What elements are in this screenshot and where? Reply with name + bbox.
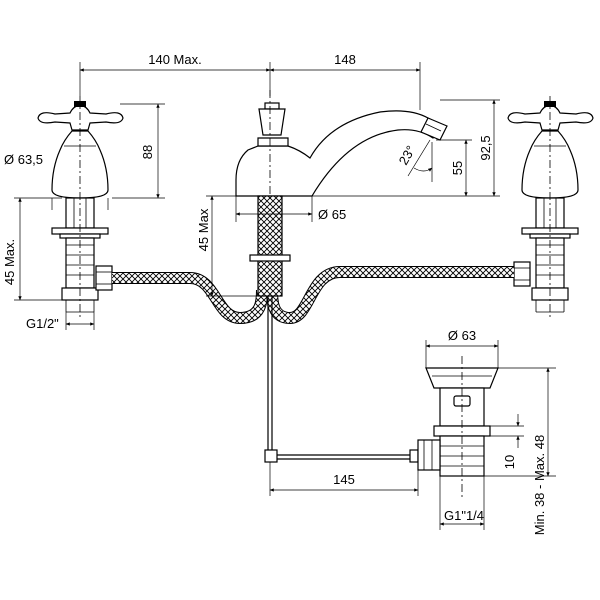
left-hose-nut <box>95 265 113 291</box>
label-g1-1-4: G1"1/4 <box>444 508 484 523</box>
label-148: 148 <box>334 52 356 67</box>
left-cross-handle <box>37 101 124 199</box>
left-shank <box>51 96 109 318</box>
label-diameter-65: Ø 65 <box>318 207 346 222</box>
label-min38-max48: Min. 38 - Max. 48 <box>532 435 547 535</box>
popup-knob <box>258 102 286 136</box>
popup-rod <box>264 296 419 463</box>
label-45-max-center: 45 Max <box>196 208 211 251</box>
right-shank <box>521 96 579 318</box>
label-diameter-63-5: Ø 63,5 <box>4 152 43 167</box>
label-145: 145 <box>333 472 355 487</box>
right-cross-handle <box>507 101 594 199</box>
dimension-labels: 140 Max. 148 88 Ø 63,5 45 Max. G1/2" 92,… <box>2 52 547 535</box>
spout-body <box>235 110 448 197</box>
label-g1-2: G1/2" <box>26 316 59 331</box>
waste-assembly <box>417 356 499 500</box>
braided-hoses <box>112 266 514 325</box>
label-10: 10 <box>502 455 517 469</box>
right-hose-nut <box>513 261 531 287</box>
label-55: 55 <box>450 161 465 175</box>
label-diameter-63: Ø 63 <box>448 328 476 343</box>
label-92-5: 92,5 <box>478 135 493 160</box>
label-angle-23: 23° <box>396 143 419 168</box>
label-88: 88 <box>140 145 155 159</box>
label-45-max-left: 45 Max. <box>2 239 17 285</box>
dimension-lines <box>14 62 556 530</box>
label-140-max: 140 Max. <box>148 52 201 67</box>
